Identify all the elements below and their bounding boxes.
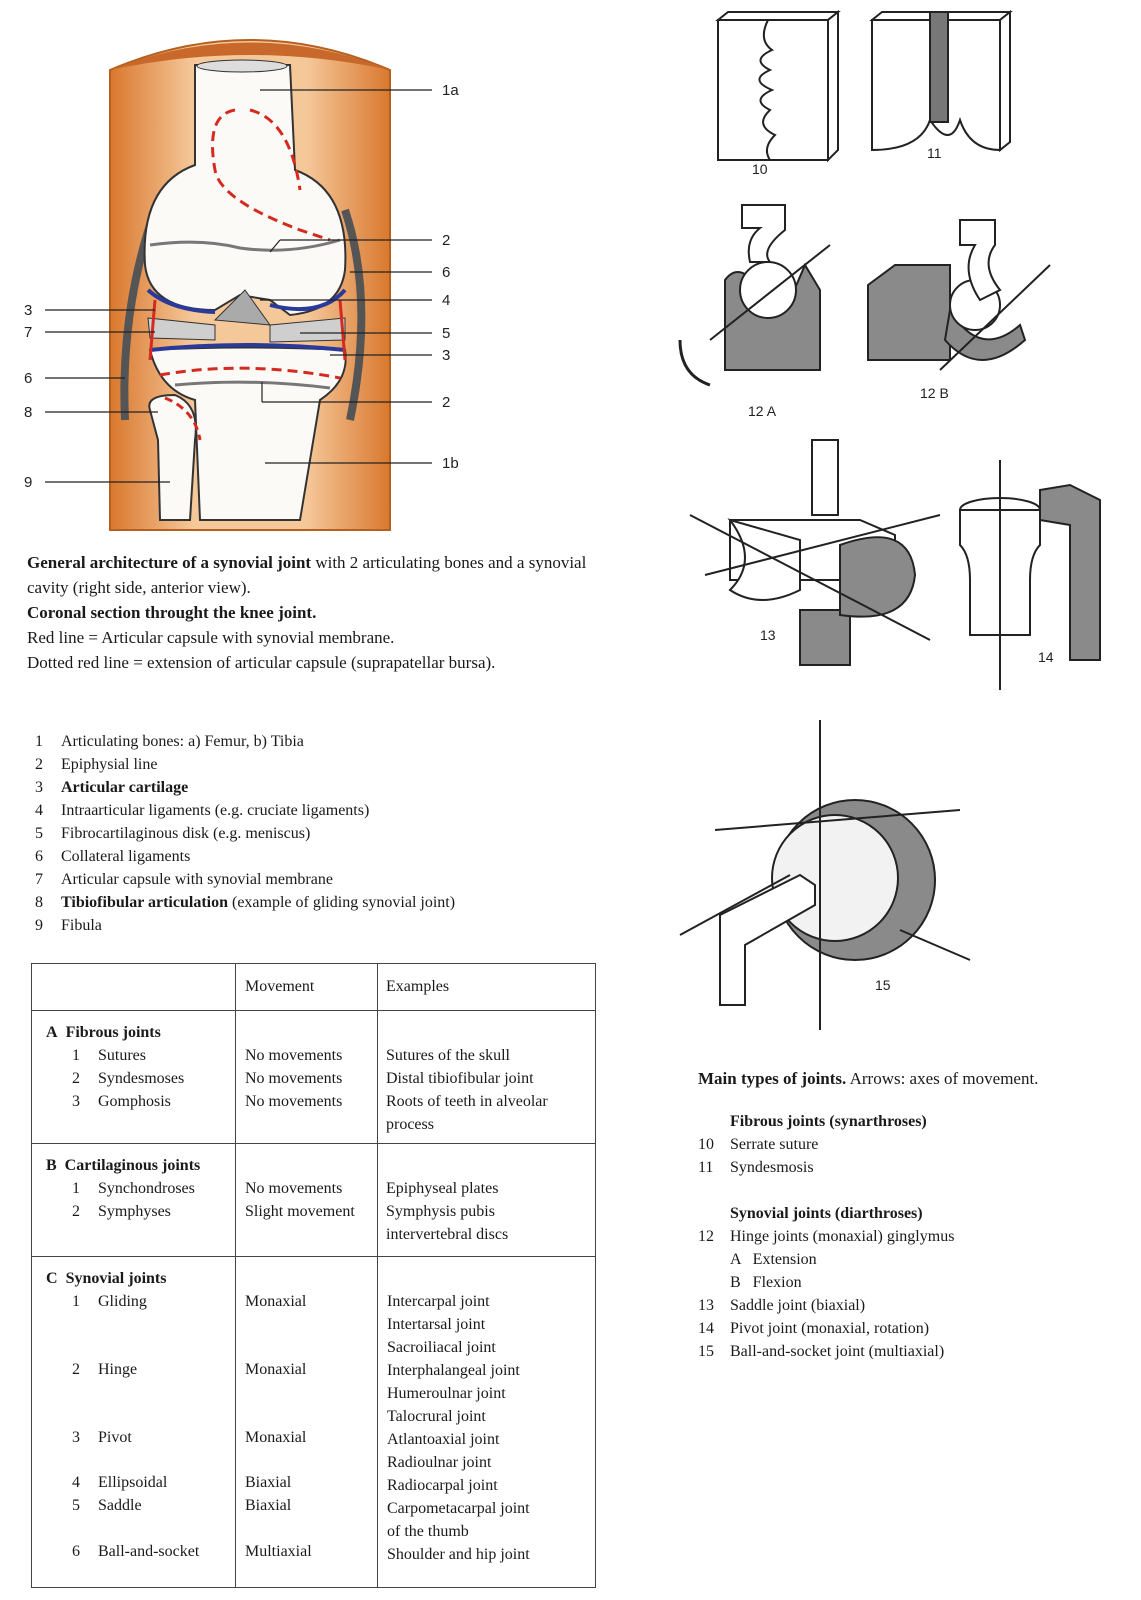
meniscus-right [269,317,346,343]
caption-line2: Coronal section throught the knee joint. [27,603,317,622]
list-item: A Extension [730,1251,817,1268]
figure-syndesmosis [869,9,1013,153]
label-5: 5 [442,325,450,342]
label-4: 4 [442,292,450,309]
tibia [148,346,347,521]
fig-label-14: 14 [1038,649,1054,665]
fig-label-11: 11 [927,145,942,161]
caption-line1-bold: General architecture of a synovial joint [27,553,312,572]
label-3-right: 3 [442,347,450,364]
types-title-bold: Main types of joints. [698,1069,847,1088]
col-examples: Examples [386,978,450,995]
fig-label-12a: 12 A [748,403,777,419]
fig-label-13: 13 [760,627,776,643]
label-6-left: 6 [24,370,32,387]
synovial-joints-heading: Synovial joints (diarthroses) [730,1205,923,1222]
label-1b: 1b [442,455,459,472]
articular-cartilage [146,288,347,314]
figure-serrate-suture [715,9,841,163]
label-2-tibia: 2 [442,394,450,411]
label-3-left: 3 [24,302,32,319]
knee-joint-illustration: 1a 2 6 4 5 3 2 1b 3 7 6 8 9 [24,39,459,531]
list-item: B Flexion [730,1274,802,1291]
label-6-right: 6 [442,264,450,281]
caption-line4: Dotted red line = extension of articular… [27,653,496,672]
figure-hinge-flexion [867,219,1051,371]
fig-label-15: 15 [875,977,891,993]
figure-saddle [689,439,941,666]
figure-pivot [959,460,1101,690]
femur [143,64,347,317]
knee-caption: General architecture of a synovial joint… [27,550,587,675]
caption-line1-rest: with 2 articulating bones and a synovial… [27,553,587,597]
joint-types-figures: 10 11 12 A 12 B 13 14 15 [678,9,1101,1030]
label-7: 7 [24,324,32,341]
joint-types-caption: Main types of joints. Arrows: axes of mo… [698,1067,1138,1363]
figure-ball-and-socket [679,720,971,1030]
figure-hinge-extension [678,204,831,387]
fig-label-10: 10 [752,161,768,177]
col-movement: Movement [245,978,315,995]
label-9: 9 [24,474,32,491]
cruciate-ligaments [213,289,272,326]
meniscus-left [147,317,216,341]
label-8: 8 [24,404,32,421]
suprapatellar-bursa [211,108,331,242]
label-2-femur: 2 [442,232,450,249]
fig-label-12b: 12 B [920,385,949,401]
fibula [148,393,197,521]
label-1a: 1a [442,82,459,99]
fibrous-joints-heading: Fibrous joints (synarthroses) [730,1113,927,1130]
collateral-ligament-right [341,208,366,421]
epiphysial-line-femur [149,238,341,252]
caption-line3: Red line = Articular capsule with synovi… [27,628,395,647]
epiphysial-line-tibia [174,380,331,390]
table-header-row: Movement Examples [32,964,595,1011]
